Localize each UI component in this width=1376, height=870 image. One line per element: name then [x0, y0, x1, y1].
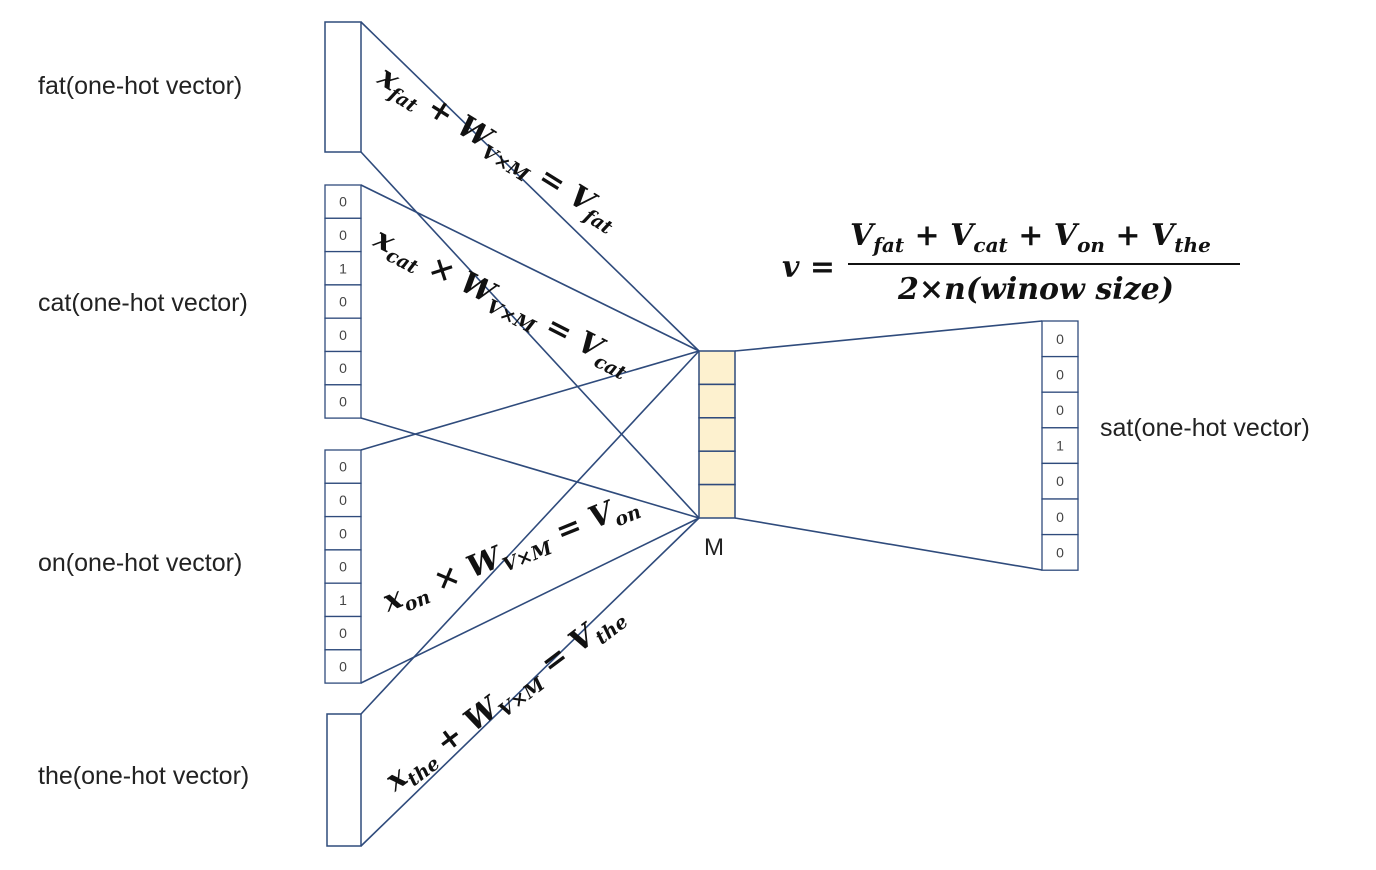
- fat-label: fat(one-hot vector): [38, 72, 242, 100]
- sat-vector-cell-value: 0: [1056, 473, 1064, 489]
- connection-line: [360, 517, 700, 847]
- hidden-layer-cell: [698, 350, 736, 386]
- sat-vector-cell-value: 0: [1056, 509, 1064, 525]
- on-vector-cell: [324, 649, 362, 684]
- connection-line: [360, 21, 700, 352]
- on-equation: xon × WV×M = Von: [377, 485, 644, 623]
- on-vector-cell: [324, 615, 362, 651]
- on-vector-cell-value: 0: [339, 658, 347, 674]
- cat-vector-cell: [324, 217, 362, 253]
- formula-denominator: 2×n(winow size): [897, 272, 1174, 307]
- sat-label: sat(one-hot vector): [1100, 414, 1310, 442]
- cat-vector: 0 0 1 0 0 0 0: [324, 184, 362, 419]
- sat-vector-cell-value: 0: [1056, 544, 1064, 560]
- cat-label: cat(one-hot vector): [38, 289, 248, 317]
- on-vector-cell-value: 1: [339, 592, 347, 608]
- on-vector-cell-value: 0: [339, 459, 347, 475]
- fat-vector-box: [324, 21, 362, 153]
- cat-vector-cell-value: 0: [339, 327, 347, 343]
- connection-line: [734, 320, 1043, 352]
- on-vector-cell: [324, 482, 362, 518]
- connection-line: [360, 517, 700, 684]
- hidden-layer-cell: [698, 383, 736, 419]
- sat-vector-cell-value: 0: [1056, 402, 1064, 418]
- on-vector-cell-value: 0: [339, 559, 347, 575]
- cat-vector-cell: [324, 350, 362, 386]
- connection-line: [734, 517, 1043, 571]
- on-vector-cell: [324, 582, 362, 618]
- sat-vector-cell-value: 0: [1056, 331, 1064, 347]
- average-formula: v = Vfat + Vcat + Von + Vthe 2×n(winow s…: [782, 218, 1240, 307]
- hidden-layer-cell: [698, 450, 736, 486]
- cat-vector-cell-value: 0: [339, 393, 347, 409]
- on-vector-cell-value: 0: [339, 492, 347, 508]
- fat-equation: xfat + WV×M = Vfat: [369, 59, 626, 240]
- cat-vector-cell: [324, 317, 362, 353]
- connection-line: [360, 184, 700, 352]
- the-label: the(one-hot vector): [38, 762, 249, 790]
- formula-lhs: v =: [782, 250, 835, 285]
- on-vector-cell-value: 0: [339, 625, 347, 641]
- formula-numerator: Vfat + Vcat + Von + Vthe: [850, 218, 1211, 257]
- hidden-layer-cell: [698, 483, 736, 519]
- cat-vector-cell-value: 0: [339, 194, 347, 210]
- cat-vector-cell: [324, 284, 362, 319]
- on-vector-cell: [324, 515, 362, 551]
- sat-vector-cell: [1041, 533, 1079, 571]
- cat-vector-cell-value: 0: [339, 360, 347, 376]
- connection-lines: [360, 21, 1043, 847]
- cat-vector-cell: [324, 384, 362, 419]
- cat-vector-cell: [324, 184, 362, 219]
- sat-vector: 0 0 0 1 0 0 0: [1041, 320, 1079, 571]
- hidden-layer-label: M: [704, 534, 724, 561]
- hidden-layer-cell: [698, 417, 736, 452]
- sat-vector-cell-value: 1: [1056, 438, 1064, 454]
- hidden-layer: [698, 350, 736, 519]
- on-vector-cell-value: 0: [339, 525, 347, 541]
- sat-vector-cell: [1041, 498, 1079, 536]
- on-vector: 0 0 0 0 1 0 0: [324, 449, 362, 684]
- cat-vector-cell-value: 0: [339, 227, 347, 243]
- connection-line: [360, 350, 700, 715]
- on-label: on(one-hot vector): [38, 549, 242, 577]
- sat-vector-cell: [1041, 427, 1079, 465]
- sat-vector-cell: [1041, 320, 1079, 358]
- cat-vector-cell-value: 0: [339, 294, 347, 310]
- sat-vector-cell-value: 0: [1056, 366, 1064, 382]
- connection-line: [360, 417, 700, 519]
- the-vector-box: [326, 713, 362, 847]
- the-equation: xthe + WV×M = Vthe: [378, 597, 632, 802]
- cat-equation: xcat × WV×M = Vcat: [366, 220, 638, 384]
- connection-line: [360, 350, 700, 451]
- cat-vector-cell-value: 1: [339, 260, 347, 276]
